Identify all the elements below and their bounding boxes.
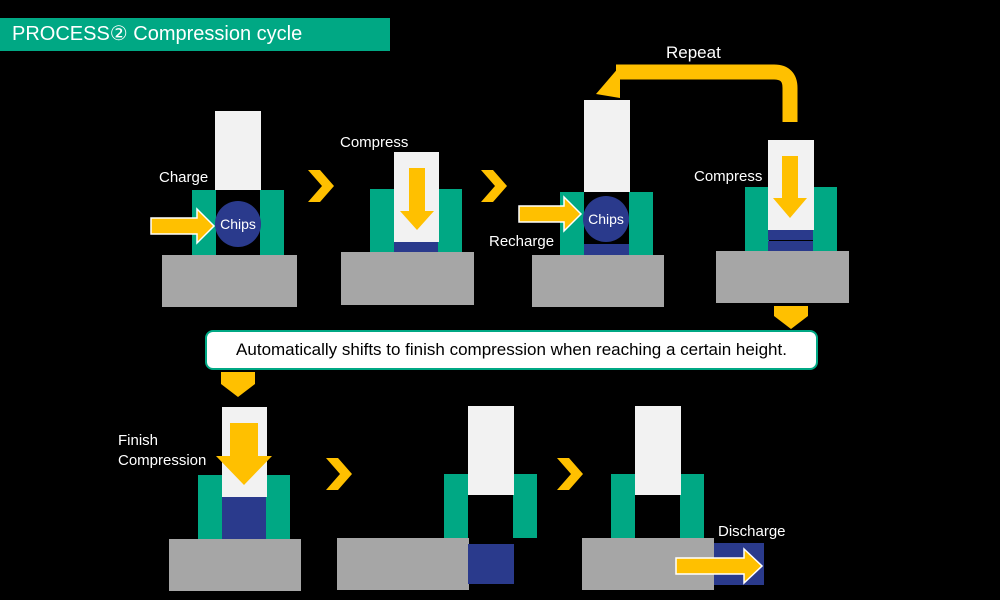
die-wall-right	[680, 474, 704, 538]
punch	[635, 406, 681, 495]
page-title: PROCESS② Compression cycle	[0, 18, 390, 51]
punch	[468, 406, 514, 495]
auto-shift-note: Automatically shifts to finish compressi…	[205, 330, 818, 370]
base-block	[337, 538, 469, 590]
step-chevron	[308, 170, 334, 202]
compress-label-repeat: Compress	[694, 168, 763, 185]
die-wall-right	[513, 474, 537, 538]
chips-label: Chips	[220, 216, 256, 232]
step-charge	[150, 111, 297, 307]
compressed-chips	[768, 230, 813, 240]
base-block	[716, 251, 849, 303]
die-wall-left	[611, 474, 635, 538]
down-chevron	[221, 372, 255, 397]
chips-ball	[215, 201, 261, 247]
down-arrow	[216, 423, 272, 485]
die-wall-left	[198, 475, 222, 539]
step-finish-compression	[169, 407, 301, 591]
step-chevron	[557, 458, 583, 490]
die-wall-right	[438, 189, 462, 252]
step-discharge	[582, 406, 764, 590]
base-block	[169, 539, 301, 591]
die-wall-left	[370, 189, 394, 252]
die-wall-left	[444, 474, 468, 538]
finish-label-line2: Compression	[118, 452, 207, 469]
punch	[584, 100, 630, 192]
feed-arrow	[518, 195, 583, 233]
step-chevron	[481, 170, 507, 202]
finish-label-line1: Finish	[118, 432, 159, 449]
die-wall-right	[629, 192, 653, 255]
step-chevron	[326, 458, 352, 490]
repeat-arrow	[616, 64, 798, 122]
discharge-arrow	[675, 547, 764, 585]
compressed-chips	[768, 241, 813, 251]
compressed-chips	[394, 242, 438, 252]
step-base-shift	[337, 406, 537, 590]
repeat-arrow-tip	[596, 66, 620, 98]
down-arrow	[400, 168, 434, 230]
compressed-chips	[222, 497, 266, 539]
repeat-label: Repeat	[666, 43, 721, 62]
die-wall-right	[266, 475, 290, 539]
chips-ball	[583, 196, 629, 242]
chips-label: Chips	[588, 211, 624, 227]
base-block	[162, 255, 297, 307]
compressed-chips	[468, 544, 514, 584]
compressed-chips	[584, 244, 629, 255]
down-arrow	[773, 156, 807, 218]
recharge-label: Recharge	[489, 233, 555, 250]
step-compress	[341, 152, 474, 305]
punch	[215, 111, 261, 190]
down-chevron	[774, 306, 808, 329]
die-wall-left	[745, 187, 769, 251]
compress-label: Compress	[340, 134, 409, 151]
discharge-label: Discharge	[718, 523, 786, 540]
die-wall-right	[813, 187, 837, 251]
base-block	[532, 255, 664, 307]
die-wall-right	[260, 190, 284, 255]
feed-arrow	[150, 207, 216, 245]
base-block	[341, 252, 474, 305]
step-recharge	[518, 100, 664, 307]
step-compress-repeat	[716, 140, 849, 303]
charge-label: Charge	[159, 169, 209, 186]
